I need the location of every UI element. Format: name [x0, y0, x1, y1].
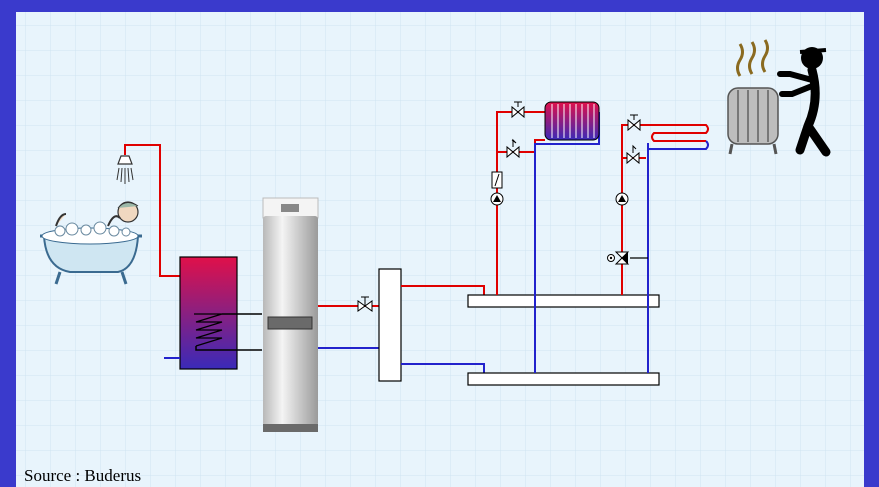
bathtub-icon — [40, 201, 142, 285]
pump-icon — [615, 192, 629, 206]
mixing-valve-icon — [607, 251, 630, 265]
source-caption: Source : Buderus — [24, 466, 142, 485]
hot-water-tank-icon — [164, 256, 262, 370]
valve-icon — [506, 138, 520, 159]
radiator-circuit — [490, 101, 600, 373]
radiator-person-icon — [727, 39, 831, 157]
valve-icon — [357, 296, 373, 312]
boiler-icon — [262, 197, 319, 432]
valve-icon — [627, 114, 641, 132]
shower-icon — [116, 144, 180, 277]
pump-icon — [490, 192, 504, 206]
manifold-supply — [467, 294, 660, 308]
hydraulic-separator-icon — [378, 268, 402, 382]
valve-icon — [626, 144, 640, 165]
radiator-panel-icon — [544, 101, 600, 141]
underfloor-circuit — [607, 114, 709, 373]
valve-icon — [511, 101, 525, 119]
underfloor-loop-icon — [646, 124, 709, 150]
manifold-return — [467, 372, 660, 386]
